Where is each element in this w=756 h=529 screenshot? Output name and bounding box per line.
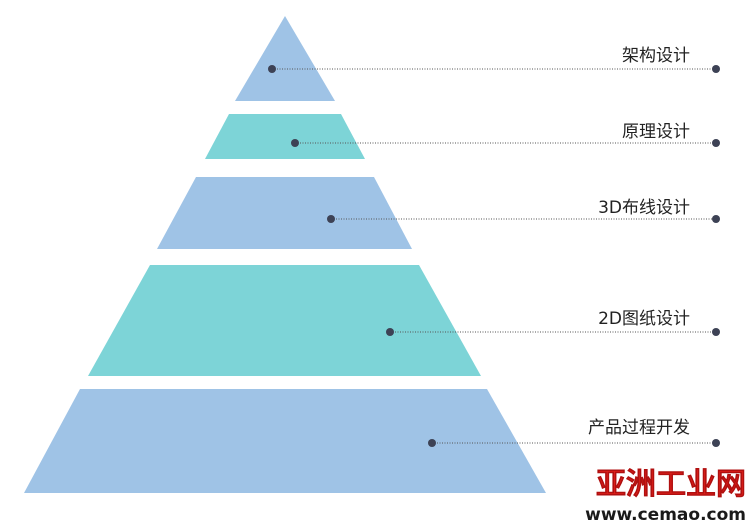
level-label-1: 架构设计 [622, 46, 690, 66]
level-label-2: 原理设计 [622, 122, 690, 142]
anchor-dot-2 [291, 139, 299, 147]
watermark-title: 亚洲工业网 [596, 467, 746, 502]
end-dot-1 [712, 65, 720, 73]
end-dot-5 [712, 439, 720, 447]
pyramid-level-2: 原理设计 [205, 114, 720, 159]
watermark-url: www.cemao.com [585, 505, 746, 525]
pyramid-level-4: 2D图纸设计 [88, 265, 720, 376]
anchor-dot-4 [386, 328, 394, 336]
pyramid-segment-1 [235, 16, 335, 101]
pyramid-segment-3 [157, 177, 412, 249]
anchor-dot-5 [428, 439, 436, 447]
pyramid-segment-4 [88, 265, 481, 376]
watermark: 亚洲工业网 www.cemao.com [585, 467, 746, 525]
end-dot-3 [712, 215, 720, 223]
pyramid-segment-5 [24, 389, 546, 493]
pyramid-level-1: 架构设计 [235, 16, 720, 101]
anchor-dot-3 [327, 215, 335, 223]
level-label-3: 3D布线设计 [598, 198, 690, 218]
pyramid-level-3: 3D布线设计 [157, 177, 720, 249]
end-dot-4 [712, 328, 720, 336]
pyramid-segment-2 [205, 114, 365, 159]
level-label-5: 产品过程开发 [588, 418, 690, 438]
pyramid-level-5: 产品过程开发 [24, 389, 720, 493]
end-dot-2 [712, 139, 720, 147]
level-label-4: 2D图纸设计 [598, 309, 690, 329]
anchor-dot-1 [268, 65, 276, 73]
